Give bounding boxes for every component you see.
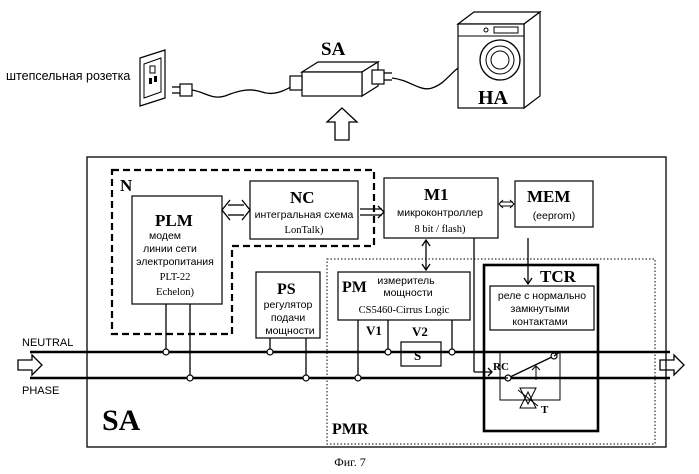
plm-line-1: модем xyxy=(149,230,181,242)
n-group-label: N xyxy=(120,176,133,195)
ps-line-2: подачи xyxy=(271,312,306,324)
m1-line-1: микроконтроллер xyxy=(397,207,483,219)
m1-title: M1 xyxy=(424,185,449,204)
socket-label: штепсельная розетка xyxy=(6,69,130,83)
t-label: T xyxy=(541,404,549,416)
m1-pm-link xyxy=(422,240,430,270)
pmr-group-label: PMR xyxy=(332,421,369,438)
phase-label: PHASE xyxy=(22,385,59,397)
neutral-label: NEUTRAL xyxy=(22,337,73,349)
expand-arrow-icon xyxy=(327,108,357,140)
ps-line-taps xyxy=(267,338,309,381)
sa-frame-label: SA xyxy=(102,404,141,437)
plm-line-4: PLT-22 xyxy=(160,272,191,283)
plm-line-3: электропитания xyxy=(136,256,214,268)
pm-line-2: мощности xyxy=(383,287,432,299)
wall-socket-icon xyxy=(140,50,165,106)
cable-socket-to-sa xyxy=(192,80,302,97)
plm-line-5: Echelon) xyxy=(156,287,194,298)
cable-sa-to-ha xyxy=(392,68,458,89)
mem-line-1: (eeprom) xyxy=(533,210,576,222)
nc-line-1: интегральная схема xyxy=(255,209,354,221)
plm-line-taps xyxy=(163,304,193,381)
ha-device-label: HA xyxy=(478,87,509,109)
tcr-line-1: реле с нормально xyxy=(498,290,586,302)
m1-mem-link xyxy=(499,200,514,208)
tcr-line-2: замкнутыми xyxy=(511,303,570,315)
v2-label: V2 xyxy=(412,324,428,339)
ps-title: PS xyxy=(277,281,296,298)
rc-label: RC xyxy=(493,361,509,373)
input-arrow-icon xyxy=(18,355,42,375)
nc-title: NC xyxy=(290,188,315,207)
nc-m1-link xyxy=(360,206,384,218)
s-title: S xyxy=(414,348,421,363)
ps-line-1: регулятор xyxy=(264,299,313,311)
pm-line-1: измеритель xyxy=(377,275,435,287)
nc-line-2: LonTalk) xyxy=(285,225,324,236)
pm-title: PM xyxy=(342,279,367,296)
plm-title: PLM xyxy=(155,211,193,230)
mem-title: MEM xyxy=(527,187,570,206)
sa-adapter-device xyxy=(290,62,392,96)
ps-line-3: мощности xyxy=(265,325,314,337)
tcr-title: TCR xyxy=(540,267,577,286)
output-arrow-icon xyxy=(660,355,684,375)
plm-line-2: линии сети xyxy=(143,243,197,255)
sa-device-label: SA xyxy=(321,39,346,60)
m1-line-2: 8 bit / flash) xyxy=(414,224,466,235)
tcr-line-3: контактами xyxy=(512,316,567,328)
figure-caption: Фиг. 7 xyxy=(334,455,365,469)
pm-line-3: CS5460-Cirrus Logic xyxy=(359,305,450,316)
plm-nc-link xyxy=(222,200,250,220)
v1-label: V1 xyxy=(366,323,382,338)
mains-plug-icon xyxy=(172,84,192,96)
